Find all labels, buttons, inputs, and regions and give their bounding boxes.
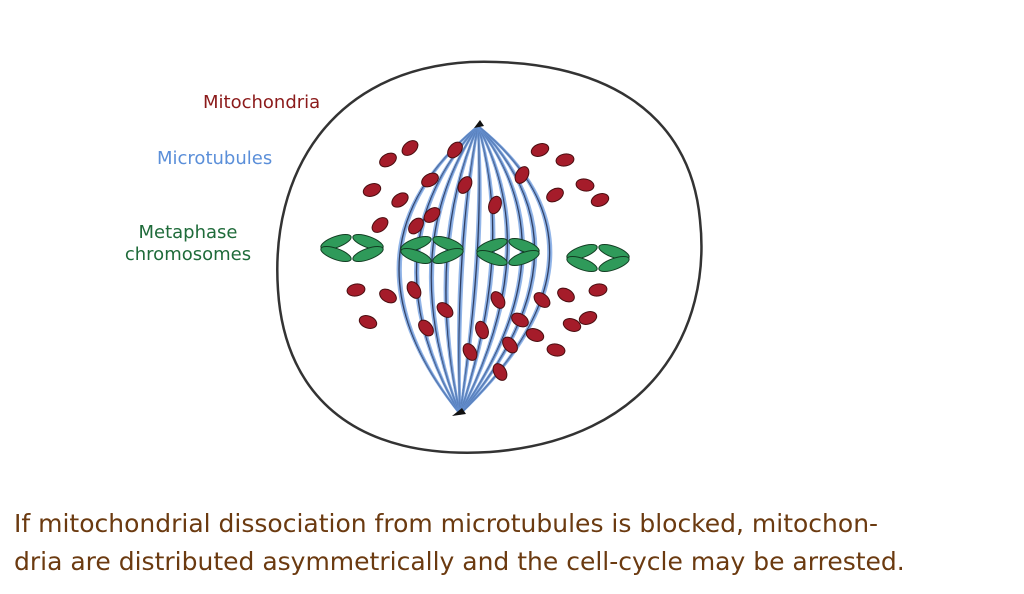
mitochondrion-icon xyxy=(475,320,489,340)
caption-line2: dria are distributed asymmetrically and … xyxy=(14,547,905,576)
mitochondrion-icon xyxy=(502,336,518,354)
caption-line1: If mitochondrial dissociation from micro… xyxy=(14,509,879,538)
mitochondria-group xyxy=(346,140,610,381)
mitochondrion-icon xyxy=(546,187,564,203)
mitochondrion-icon xyxy=(406,281,422,299)
mitochondrion-icon xyxy=(511,312,529,328)
chromosome-icon xyxy=(320,233,384,263)
chromosome-icon xyxy=(566,243,630,273)
mitochondrion-icon xyxy=(492,363,508,381)
mitochondrion-icon xyxy=(555,153,575,167)
mitochondrion-icon xyxy=(590,193,610,207)
mitochondrion-icon xyxy=(588,283,608,297)
chromosomes-label-line2: chromosomes xyxy=(124,244,252,265)
mitochondrion-icon xyxy=(391,192,409,208)
chromosomes-label: Metaphase chromosomes xyxy=(120,222,256,266)
mitochondrion-icon xyxy=(447,141,463,159)
mitochondrion-icon xyxy=(418,319,434,337)
mitochondrion-icon xyxy=(557,287,575,303)
microtubule-fiber xyxy=(459,125,511,415)
mitochondria-label: Mitochondria xyxy=(203,92,321,113)
chromosome-icon xyxy=(400,235,464,265)
mitochondrion-icon xyxy=(575,178,595,192)
mitochondrion-icon xyxy=(401,140,419,156)
cell-diagram xyxy=(276,60,703,454)
mitochondrion-icon xyxy=(546,343,566,357)
microtubule-fiber xyxy=(458,125,480,415)
mitochondrion-icon xyxy=(408,217,424,235)
mitochondrion-icon xyxy=(362,183,382,197)
microtubule-fiber xyxy=(459,125,538,415)
microtubule-fiber xyxy=(399,125,479,415)
mitochondrion-icon xyxy=(490,291,506,309)
mitochondrion-icon xyxy=(578,311,598,325)
mitochondrion-icon xyxy=(436,302,454,318)
mitochondrion-icon xyxy=(358,315,378,329)
chromosome-icon xyxy=(476,237,540,267)
mitochondrion-icon xyxy=(525,328,545,342)
mitochondrion-icon xyxy=(533,292,551,308)
chromosomes-group xyxy=(320,233,630,273)
microtubule-fiber xyxy=(458,125,482,415)
mitochondrion-icon xyxy=(379,152,397,168)
mitochondrion-icon xyxy=(423,207,441,223)
chromosomes-label-line1: Metaphase xyxy=(138,222,238,243)
mitochondrion-icon xyxy=(379,288,397,304)
caption: If mitochondrial dissociation from micro… xyxy=(14,505,1014,581)
mitochondrion-icon xyxy=(462,343,478,361)
mitochondrion-icon xyxy=(530,143,550,157)
mitochondrion-icon xyxy=(562,318,582,332)
spindle-pole-icon xyxy=(452,408,466,416)
cell-outline-icon xyxy=(276,60,703,454)
mitochondrion-icon xyxy=(421,172,439,188)
mitochondrion-icon xyxy=(488,195,502,215)
microtubules-label: Microtubules xyxy=(157,148,273,169)
mitochondrion-icon xyxy=(371,217,389,233)
mitochondrion-icon xyxy=(346,283,366,297)
mitochondrion-icon xyxy=(514,166,530,184)
mitochondrion-icon xyxy=(457,176,473,194)
spindle-pole-icon xyxy=(474,120,484,128)
